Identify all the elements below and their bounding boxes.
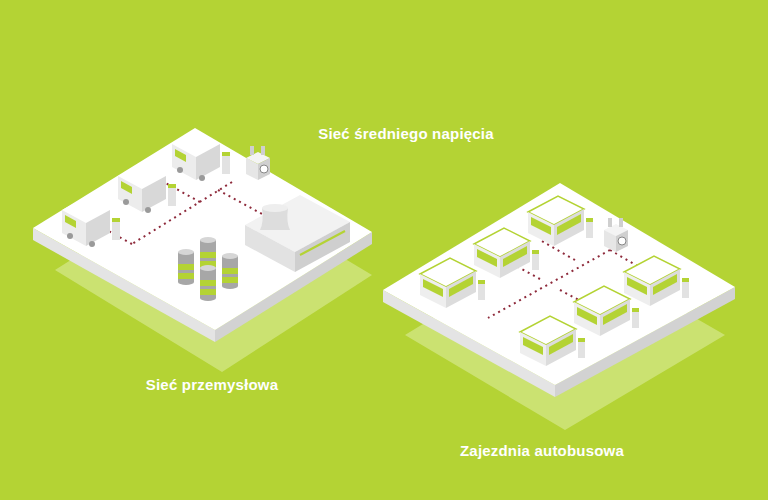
area-label: Sieć przemysłowa (146, 376, 278, 393)
area-label: Zajezdnia autobusowa (460, 442, 624, 459)
bus-depot-platform (383, 183, 735, 397)
industrial-platform (33, 128, 372, 342)
title-label: Sieć średniego napięcia (318, 125, 494, 142)
